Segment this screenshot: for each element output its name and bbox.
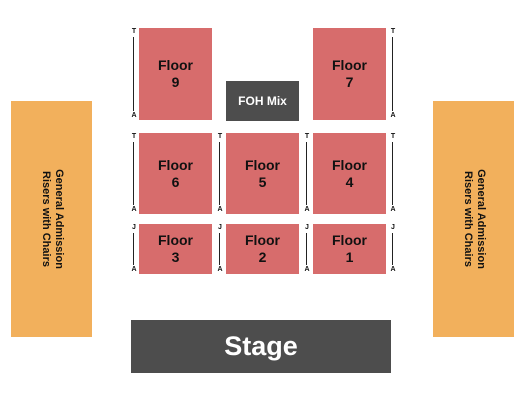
row-label-first: T	[390, 28, 396, 35]
section-floor-3[interactable]: Floor 3	[139, 224, 212, 274]
row-rail-floor-4-right: T A	[388, 133, 398, 214]
row-rail-floor-1-left: J A	[302, 224, 312, 274]
section-floor-6-number: 6	[171, 173, 180, 190]
row-line	[392, 142, 393, 205]
row-line	[306, 142, 307, 205]
row-rail-floor-7-right: T A	[388, 28, 398, 120]
section-floor-2-number: 2	[258, 249, 267, 265]
row-label-last: A	[390, 206, 396, 213]
row-label-first: T	[131, 28, 137, 35]
row-label-first: T	[390, 133, 396, 140]
section-floor-4-number: 4	[345, 173, 354, 190]
riser-left-line1: General Admission	[52, 169, 65, 269]
stage: Stage	[131, 320, 391, 373]
row-label-first: J	[305, 224, 309, 231]
section-floor-1-name: Floor	[332, 232, 367, 248]
riser-right-label: General Admission Risers with Chairs	[461, 169, 487, 269]
row-line	[133, 142, 134, 205]
row-rail-floor-5-left: T A	[215, 133, 225, 214]
section-floor-7-number: 7	[345, 74, 354, 90]
row-label-last: A	[217, 206, 223, 213]
riser-right-line1: General Admission	[474, 169, 487, 269]
section-floor-3-number: 3	[171, 249, 180, 265]
row-label-last: A	[131, 206, 137, 213]
row-label-last: A	[390, 112, 396, 119]
riser-left[interactable]: General Admission Risers with Chairs	[11, 101, 92, 337]
row-line	[392, 233, 393, 265]
row-label-first: T	[131, 133, 137, 140]
section-floor-5-name: Floor	[245, 156, 280, 173]
row-label-last: A	[304, 266, 310, 273]
section-floor-7[interactable]: Floor 7	[313, 28, 386, 120]
section-floor-3-name: Floor	[158, 232, 193, 248]
row-label-last: A	[390, 266, 396, 273]
riser-left-line2: Risers with Chairs	[39, 171, 52, 267]
row-rail-floor-4-left: T A	[302, 133, 312, 214]
section-floor-1-number: 1	[345, 249, 354, 265]
row-rail-floor-6-left: T A	[129, 133, 139, 214]
section-floor-6[interactable]: Floor 6	[139, 133, 212, 214]
row-label-last: A	[217, 266, 223, 273]
section-floor-9-name: Floor	[158, 57, 193, 73]
row-line	[219, 142, 220, 205]
row-line	[392, 37, 393, 111]
row-label-first: J	[132, 224, 136, 231]
riser-left-label: General Admission Risers with Chairs	[39, 169, 65, 269]
section-floor-4[interactable]: Floor 4	[313, 133, 386, 214]
section-floor-9[interactable]: Floor 9	[139, 28, 212, 120]
section-floor-5-number: 5	[258, 173, 267, 190]
row-label-first: T	[304, 133, 310, 140]
row-line	[219, 233, 220, 265]
foh-mix: FOH Mix	[226, 81, 299, 121]
row-label-first: J	[218, 224, 222, 231]
section-floor-4-name: Floor	[332, 156, 367, 173]
section-floor-1[interactable]: Floor 1	[313, 224, 386, 274]
section-floor-9-number: 9	[171, 74, 180, 90]
row-line	[306, 233, 307, 265]
row-rail-floor-1-right: J A	[388, 224, 398, 274]
row-label-last: A	[131, 112, 137, 119]
row-label-last: A	[304, 206, 310, 213]
row-line	[133, 233, 134, 265]
row-line	[133, 37, 134, 111]
row-rail-floor-2-left: J A	[215, 224, 225, 274]
row-rail-floor-3-left: J A	[129, 224, 139, 274]
section-floor-2-name: Floor	[245, 232, 280, 248]
row-label-first: J	[391, 224, 395, 231]
row-rail-floor-9-left: T A	[129, 28, 139, 120]
riser-right[interactable]: General Admission Risers with Chairs	[433, 101, 514, 337]
row-label-last: A	[131, 266, 137, 273]
section-floor-2[interactable]: Floor 2	[226, 224, 299, 274]
row-label-first: T	[217, 133, 223, 140]
section-floor-6-name: Floor	[158, 156, 193, 173]
section-floor-7-name: Floor	[332, 57, 367, 73]
stage-label: Stage	[224, 331, 298, 361]
riser-right-line2: Risers with Chairs	[461, 171, 474, 267]
section-floor-5[interactable]: Floor 5	[226, 133, 299, 214]
foh-mix-label: FOH Mix	[238, 94, 287, 108]
